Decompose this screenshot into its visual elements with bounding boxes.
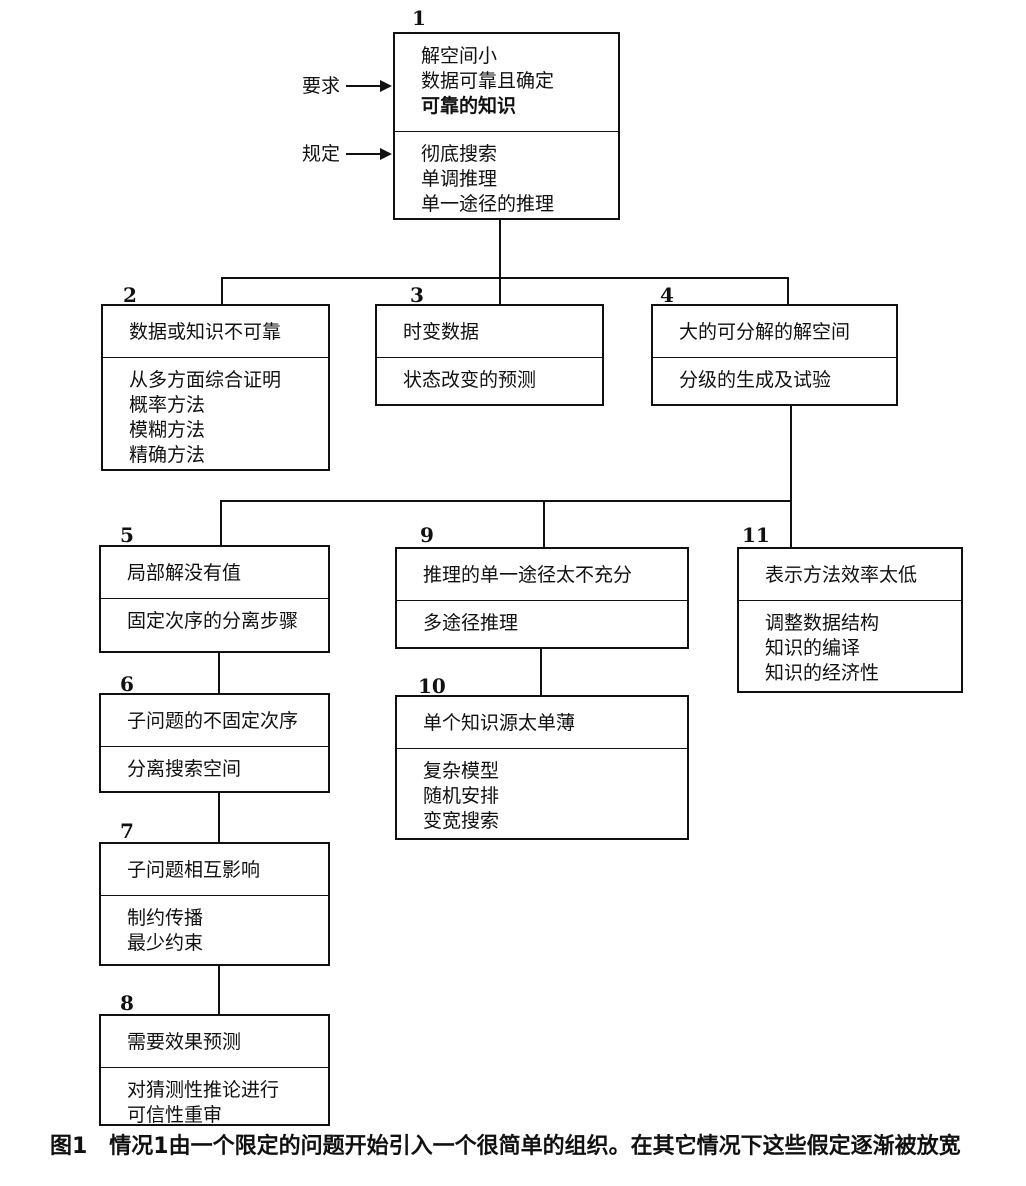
node-6-body-line: 分离搜索空间 xyxy=(127,758,242,780)
connector-9-10 xyxy=(540,648,542,696)
figure-caption: 图1 情况1由一个限定的问题开始引入一个很简单的组织。在其它情况下这些假定逐渐被… xyxy=(50,1134,961,1159)
node-3-box: 时变数据 状态改变的预测 xyxy=(375,304,604,406)
node-7-number: 7 xyxy=(120,819,134,843)
node-7-body-line: 最少约束 xyxy=(127,932,204,954)
node-4-number: 4 xyxy=(660,283,674,307)
node-9-number: 9 xyxy=(420,523,434,547)
node-5-box: 局部解没有值 固定次序的分离步骤 xyxy=(99,545,330,653)
node-10-number: 10 xyxy=(418,674,446,698)
node-5-body-line: 固定次序的分离步骤 xyxy=(127,610,299,632)
node-11-box: 表示方法效率太低 调整数据结构 知识的编译 知识的经济性 xyxy=(737,547,963,693)
node-1-body-line: 单一途径的推理 xyxy=(421,193,555,215)
node-11-body-line: 知识的经济性 xyxy=(765,662,880,684)
node-1-body-line: 单调推理 xyxy=(421,168,498,190)
require-label: 要求 xyxy=(302,75,341,97)
node-8-body-line: 可信性重审 xyxy=(127,1104,223,1126)
node-2-head-line: 数据或知识不可靠 xyxy=(129,321,282,343)
connector-to-4 xyxy=(787,277,789,305)
node-3-body-line: 状态改变的预测 xyxy=(403,369,537,391)
node-8-number: 8 xyxy=(120,991,134,1015)
node-9-box: 推理的单一途径太不充分 多途径推理 xyxy=(395,547,689,649)
connector-row1-bar xyxy=(221,277,789,279)
node-9-head-line: 推理的单一途径太不充分 xyxy=(423,564,633,586)
connector-5-6 xyxy=(218,652,220,694)
node-2-body-line: 概率方法 xyxy=(129,394,206,416)
node-10-body-line: 随机安排 xyxy=(423,785,500,807)
node-7-box: 子问题相互影响 制约传播 最少约束 xyxy=(99,842,330,966)
connector-to-3 xyxy=(499,277,501,305)
node-10-body-line: 变宽搜索 xyxy=(423,810,500,832)
node-5-number: 5 xyxy=(120,523,134,547)
node-9-body-line: 多途径推理 xyxy=(423,612,519,634)
node-4-box: 大的可分解的解空间 分级的生成及试验 xyxy=(651,304,898,406)
node-11-head-line: 表示方法效率太低 xyxy=(765,564,918,586)
node-8-head-line: 需要效果预测 xyxy=(127,1031,242,1053)
node-2-body-line: 模糊方法 xyxy=(129,419,206,441)
connector-row2-bar xyxy=(220,500,792,502)
specify-arrow-head xyxy=(380,148,392,160)
require-arrow-shaft xyxy=(346,85,382,87)
node-1-head-line: 解空间小 xyxy=(421,45,498,67)
node-3-head-line: 时变数据 xyxy=(403,321,480,343)
node-1-body-line: 彻底搜索 xyxy=(421,143,498,165)
node-1-box: 解空间小 数据可靠且确定 可靠的知识 彻底搜索 单调推理 单一途径的推理 xyxy=(393,32,620,220)
node-10-box: 单个知识源太单薄 复杂模型 随机安排 变宽搜索 xyxy=(395,695,689,840)
connector-4-down xyxy=(790,404,792,548)
node-2-body-line: 从多方面综合证明 xyxy=(129,369,282,391)
node-6-box: 子问题的不固定次序 分离搜索空间 xyxy=(99,693,330,793)
node-2-body-line: 精确方法 xyxy=(129,444,206,466)
node-8-box: 需要效果预测 对猜测性推论进行 可信性重审 xyxy=(99,1014,330,1126)
connector-to-9 xyxy=(543,500,545,548)
specify-arrow-shaft xyxy=(346,153,382,155)
node-11-body-line: 调整数据结构 xyxy=(765,612,880,634)
require-arrow-head xyxy=(380,80,392,92)
node-7-head-line: 子问题相互影响 xyxy=(127,859,261,881)
node-10-body-line: 复杂模型 xyxy=(423,760,500,782)
connector-1-down xyxy=(499,218,501,278)
node-4-body-line: 分级的生成及试验 xyxy=(679,369,832,391)
connector-to-5 xyxy=(220,500,222,546)
node-2-number: 2 xyxy=(123,283,137,307)
node-11-number: 11 xyxy=(742,523,770,547)
node-5-head-line: 局部解没有值 xyxy=(127,562,242,584)
node-6-head-line: 子问题的不固定次序 xyxy=(127,710,299,732)
node-3-number: 3 xyxy=(410,283,424,307)
node-7-body-line: 制约传播 xyxy=(127,907,204,929)
node-8-body-line: 对猜测性推论进行 xyxy=(127,1079,280,1101)
node-6-number: 6 xyxy=(120,672,134,696)
node-4-head-line: 大的可分解的解空间 xyxy=(679,321,851,343)
connector-6-7 xyxy=(218,793,220,843)
connector-7-8 xyxy=(218,965,220,1015)
node-10-head-line: 单个知识源太单薄 xyxy=(423,712,576,734)
connector-to-2 xyxy=(221,277,223,305)
node-11-body-line: 知识的编译 xyxy=(765,637,861,659)
node-1-number: 1 xyxy=(412,6,426,30)
node-2-box: 数据或知识不可靠 从多方面综合证明 概率方法 模糊方法 精确方法 xyxy=(101,304,330,471)
node-1-head-line: 数据可靠且确定 xyxy=(421,70,555,92)
node-1-head-line: 可靠的知识 xyxy=(421,95,517,117)
specify-label: 规定 xyxy=(302,143,341,165)
